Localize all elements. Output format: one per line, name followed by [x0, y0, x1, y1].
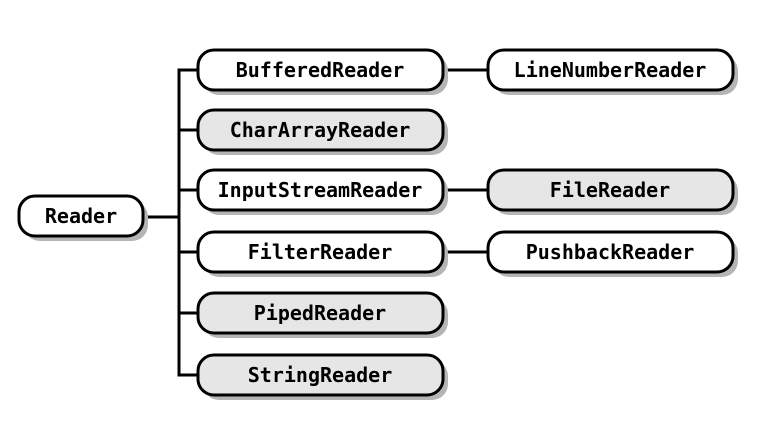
node-box	[196, 108, 445, 152]
node-filterreader: FilterReader	[196, 230, 448, 277]
node-box	[196, 230, 445, 274]
node-box	[486, 230, 735, 274]
node-label-filereader: FileReader	[550, 178, 670, 202]
node-pipedreader: PipedReader	[196, 291, 448, 338]
node-box	[17, 194, 145, 238]
node-bufferedreader: BufferedReader	[196, 48, 448, 95]
node-box	[196, 48, 445, 92]
node-box	[196, 291, 445, 335]
node-filereader: FileReader	[486, 168, 738, 215]
connectors	[146, 68, 490, 377]
node-chararrayreader: CharArrayReader	[196, 108, 448, 155]
node-label-bufferedreader: BufferedReader	[236, 58, 405, 82]
node-label-pushbackreader: PushbackReader	[526, 240, 695, 264]
node-label-pipedreader: PipedReader	[254, 301, 386, 325]
node-label-chararrayreader: CharArrayReader	[230, 118, 411, 142]
node-box	[196, 353, 445, 397]
node-label-inputstreamreader: InputStreamReader	[218, 178, 423, 202]
node-label-reader: Reader	[45, 204, 117, 228]
node-stringreader: StringReader	[196, 353, 448, 400]
node-box	[486, 48, 735, 92]
node-linenumberreader: LineNumberReader	[486, 48, 738, 95]
node-box	[196, 168, 445, 212]
node-pushbackreader: PushbackReader	[486, 230, 738, 277]
node-inputstreamreader: InputStreamReader	[196, 168, 448, 215]
node-label-filterreader: FilterReader	[248, 240, 393, 264]
node-label-stringreader: StringReader	[248, 363, 393, 387]
node-box	[486, 168, 735, 212]
node-reader: Reader	[17, 194, 148, 241]
node-label-linenumberreader: LineNumberReader	[514, 58, 707, 82]
